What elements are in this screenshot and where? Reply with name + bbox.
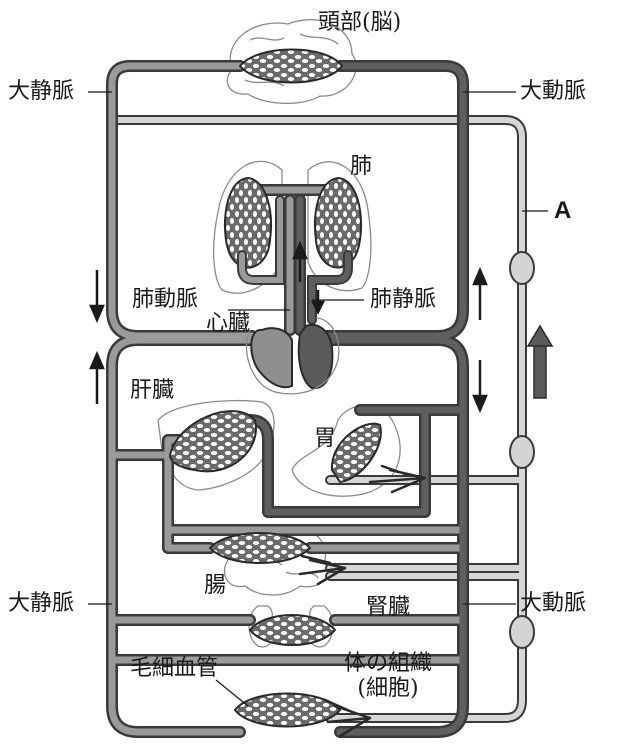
label-liver: 肝臓 [130, 380, 174, 402]
label-aorta-top: 大動脈 [520, 81, 586, 103]
brain-capillary [240, 50, 342, 83]
label-head: 頭部(脳) [318, 12, 401, 34]
tissue-capillary [235, 694, 340, 727]
intestine-capillary [210, 533, 310, 563]
big-arrow [528, 326, 552, 398]
right-lung-capillary [315, 178, 361, 268]
label-tissue-line2: (細胞) [344, 677, 432, 702]
label-lung: 肺 [350, 156, 372, 178]
label-tissue-line1: 体の組織 [344, 652, 432, 677]
label-vena-cava-top: 大静脈 [8, 81, 74, 103]
label-intestine: 腸 [204, 575, 226, 597]
label-heart: 心臓 [206, 313, 250, 335]
liver-capillary [170, 411, 256, 471]
label-stomach: 胃 [314, 428, 336, 450]
label-a: A [554, 199, 571, 223]
label-pulmonary-vein: 肺静脈 [370, 289, 436, 311]
kidney-capillary [250, 615, 335, 645]
label-aorta-bottom: 大動脈 [520, 593, 586, 615]
label-capillary: 毛細血管 [130, 658, 218, 680]
label-vena-cava-bottom: 大静脈 [8, 593, 74, 615]
left-lung-capillary [225, 178, 271, 268]
label-tissue: 体の組織 (細胞) [344, 652, 432, 701]
label-pulmonary-artery: 肺動脈 [132, 289, 198, 311]
label-kidney: 腎臓 [366, 597, 410, 619]
stomach-capillary [332, 424, 381, 482]
